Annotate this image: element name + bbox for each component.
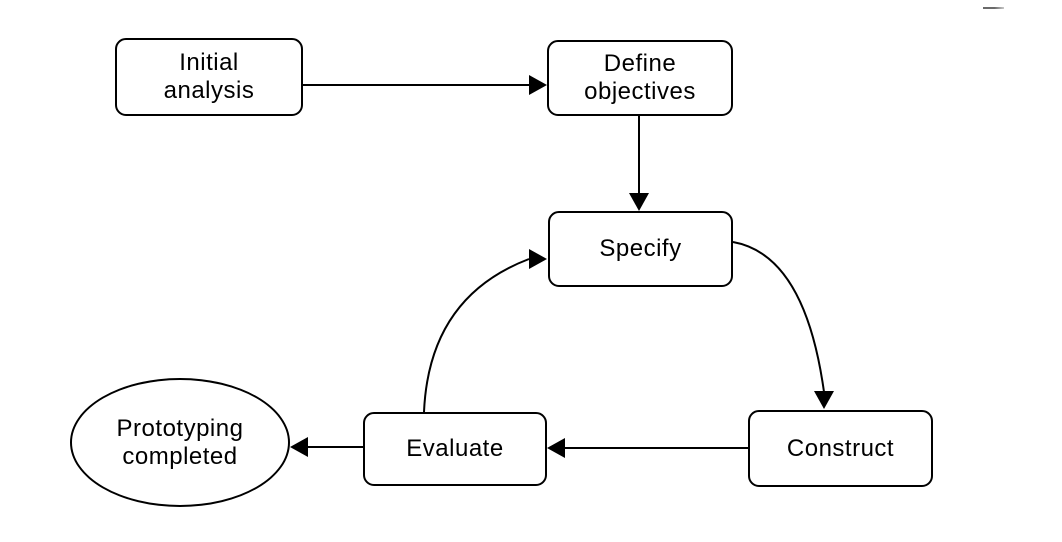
minimize-dash-icon (983, 7, 1004, 9)
arrowhead-down-icon (814, 391, 834, 409)
edge-construct-to-evaluate (547, 438, 748, 458)
node-label: Evaluate (406, 435, 504, 462)
node-evaluate: Evaluate (363, 412, 547, 486)
node-label: Specify (599, 235, 682, 262)
edge-define-to-specify (629, 116, 649, 211)
arrowhead-right-icon (529, 75, 547, 95)
node-label: Initial analysis (163, 49, 255, 104)
node-prototyping-completed: Prototyping completed (70, 378, 290, 507)
node-label: Define objectives (584, 50, 696, 105)
node-label: Construct (786, 434, 895, 462)
node-define-objectives: Define objectives (547, 40, 733, 116)
edge-curve (732, 241, 825, 393)
node-construct: Construct (748, 410, 933, 487)
node-specify: Specify (548, 211, 733, 287)
edge-evaluate-to-prototyping-completed (290, 437, 363, 457)
edge-evaluate-to-specify (423, 249, 547, 413)
arrowhead-left-icon (547, 438, 565, 458)
arrowhead-down-icon (629, 193, 649, 211)
edge-specify-to-construct (732, 241, 834, 409)
node-label: Prototyping completed (116, 414, 244, 470)
arrowhead-left-icon (290, 437, 308, 457)
arrowhead-right-icon (529, 249, 547, 269)
edge-initial-to-define (303, 75, 547, 95)
edge-curve (423, 258, 530, 413)
node-initial-analysis: Initial analysis (115, 38, 303, 116)
